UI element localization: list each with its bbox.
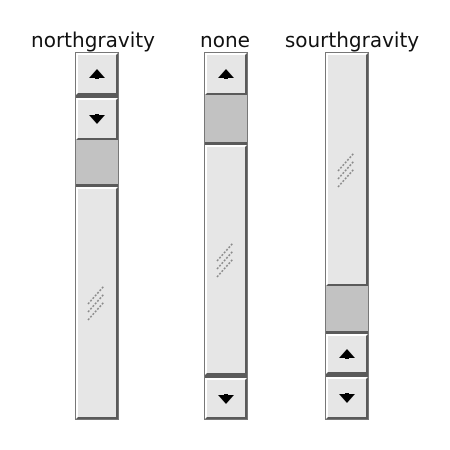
scrollbar-sourthgravity[interactable] — [325, 52, 369, 420]
label-sourthgravity: sourthgravity — [284, 28, 420, 52]
label-none: none — [200, 28, 250, 52]
scroll-thumb[interactable] — [76, 187, 118, 419]
scroll-thumb[interactable] — [326, 53, 368, 286]
grip-icon — [87, 285, 105, 321]
scroll-up-button[interactable] — [326, 334, 368, 374]
thumb-separator — [205, 142, 247, 145]
button-separator — [76, 95, 118, 98]
arrow-up-icon — [218, 69, 234, 79]
label-northgravity: northgravity — [31, 28, 155, 52]
scrollbar-northgravity[interactable] — [75, 52, 119, 420]
scroll-down-button[interactable] — [326, 377, 368, 419]
scroll-down-button[interactable] — [76, 98, 118, 140]
arrow-up-icon — [339, 349, 355, 359]
scroll-trough[interactable] — [76, 140, 118, 184]
button-separator — [326, 374, 368, 377]
scroll-down-button[interactable] — [205, 378, 247, 419]
scroll-thumb[interactable] — [205, 145, 247, 375]
arrow-down-icon — [218, 393, 234, 404]
arrow-down-icon — [339, 393, 355, 403]
scroll-trough[interactable] — [326, 286, 368, 331]
scroll-up-button[interactable] — [205, 53, 247, 95]
grip-icon — [337, 151, 355, 188]
scroll-trough[interactable] — [205, 95, 247, 142]
button-separator — [326, 331, 368, 334]
scrollbar-none[interactable] — [204, 52, 248, 420]
button-separator — [205, 375, 247, 378]
arrow-up-icon — [89, 69, 105, 79]
arrow-down-icon — [89, 114, 105, 124]
thumb-separator — [76, 184, 118, 187]
grip-icon — [216, 242, 234, 278]
scroll-up-button[interactable] — [76, 53, 118, 95]
